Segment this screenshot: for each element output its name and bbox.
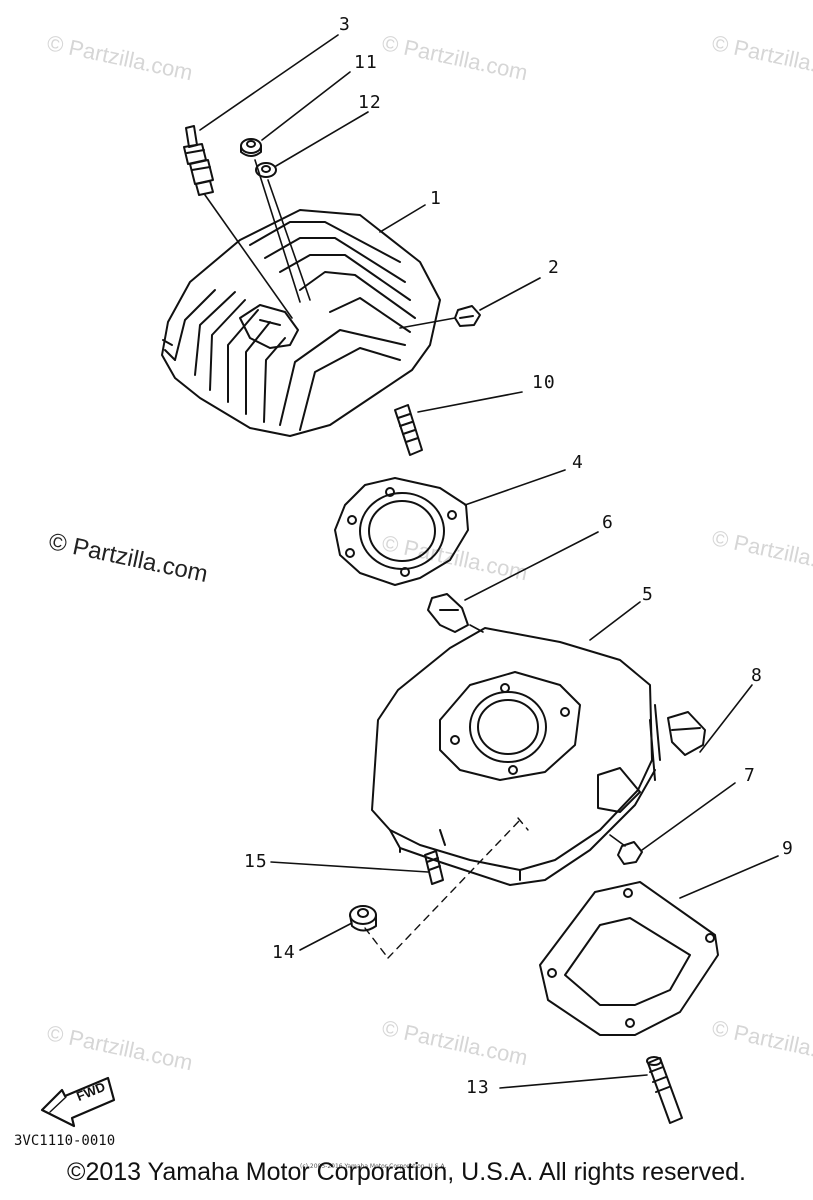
spark-plug <box>183 125 214 196</box>
fine-print: (c) 2005-2016 Yamaha Motor Corporation, … <box>300 1163 447 1170</box>
callout-leaders <box>199 34 779 1089</box>
stud-15 <box>424 850 444 885</box>
cylinder <box>371 627 661 886</box>
copyright-notice: ©2013 Yamaha Motor Corporation, U.S.A. A… <box>67 1158 746 1186</box>
nut-2 <box>454 305 481 327</box>
callout-3: 3 <box>339 14 351 35</box>
callout-15: 15 <box>244 851 268 872</box>
nut-14 <box>349 905 377 932</box>
callout-1: 1 <box>430 188 442 209</box>
damper-8 <box>667 711 706 756</box>
callout-6: 6 <box>602 512 614 533</box>
cylinder-head <box>161 209 441 437</box>
base-gasket <box>539 881 719 1036</box>
callout-13: 13 <box>466 1077 490 1098</box>
diagram-code: 3VC1110-0010 <box>14 1133 116 1149</box>
nut <box>240 138 262 157</box>
callout-11: 11 <box>354 52 378 73</box>
callout-7: 7 <box>744 765 756 786</box>
callout-8: 8 <box>751 665 763 686</box>
nut-7 <box>617 841 643 865</box>
washer <box>255 162 277 178</box>
callout-14: 14 <box>272 942 296 963</box>
stud-13 <box>646 1056 683 1124</box>
callout-4: 4 <box>572 452 584 473</box>
callout-2: 2 <box>548 257 560 278</box>
callout-12: 12 <box>358 92 382 113</box>
alignment-lines <box>364 817 529 959</box>
damper-6 <box>427 593 469 633</box>
stud-bolt <box>394 404 423 456</box>
callout-5: 5 <box>642 584 654 605</box>
callout-10: 10 <box>532 372 556 393</box>
head-gasket <box>334 477 469 586</box>
forward-arrow-icon <box>40 1076 116 1128</box>
callout-9: 9 <box>782 838 794 859</box>
